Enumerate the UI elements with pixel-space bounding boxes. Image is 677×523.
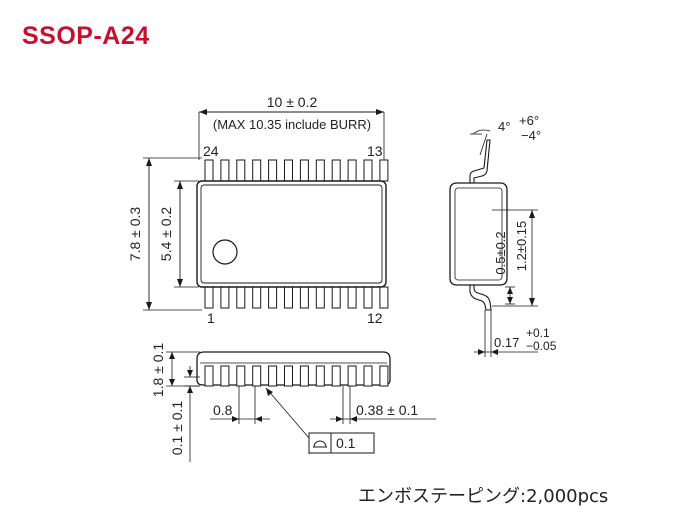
side-body xyxy=(449,182,508,286)
side-height-label: 1.2±0.15 xyxy=(514,221,529,272)
flatness-symbol-icon xyxy=(313,440,327,448)
thickness-minus-label: −0.05 xyxy=(526,339,557,353)
top-lead xyxy=(379,159,389,182)
lead-width-label: 0.38 ± 0.1 xyxy=(356,402,418,418)
angle-plus-label: +6° xyxy=(519,113,539,128)
top-lead xyxy=(236,159,246,182)
front-lead xyxy=(363,365,373,387)
top-leads-upper xyxy=(204,159,389,182)
front-lead xyxy=(379,365,389,387)
bottom-lead xyxy=(299,286,309,309)
angle-main-label: 4° xyxy=(498,119,510,134)
standoff-label: 0.1 ± 0.1 xyxy=(169,401,185,456)
top-lead xyxy=(220,159,230,182)
top-body-inner xyxy=(200,184,383,284)
front-lead xyxy=(236,365,246,387)
pin-label-12: 12 xyxy=(367,310,383,326)
front-lead xyxy=(284,365,293,387)
bottom-lead xyxy=(268,286,278,309)
foot-length-label: 0.5±0.2 xyxy=(493,231,508,274)
front-view: 1.8 ± 0.1 0.1 ± 0.1 0.8 0.38 ± 0.1 xyxy=(150,343,436,462)
front-lead xyxy=(315,365,325,387)
side-lead-upper xyxy=(469,139,491,183)
package-title: SSOP-A24 xyxy=(22,22,150,50)
width-note-label: (MAX 10.35 include BURR) xyxy=(213,117,371,132)
width-dim-label: 10 ± 0.2 xyxy=(267,94,318,110)
flatness-value-label: 0.1 xyxy=(336,435,356,451)
bottom-lead xyxy=(236,286,246,309)
front-lead xyxy=(204,365,214,387)
top-lead xyxy=(331,159,341,182)
top-lead xyxy=(299,159,309,182)
bottom-lead xyxy=(363,286,373,309)
overall-height-label: 7.8 ± 0.3 xyxy=(127,207,143,262)
pin-label-1: 1 xyxy=(207,310,215,326)
front-lead xyxy=(252,365,262,387)
thickness-main-label: 0.17 xyxy=(494,335,519,350)
pitch-label: 0.8 xyxy=(213,402,233,418)
front-lead xyxy=(347,365,357,387)
front-lead xyxy=(220,365,230,387)
top-lead xyxy=(347,159,357,182)
front-lead xyxy=(299,365,309,387)
top-lead xyxy=(204,159,214,182)
packaging-note: エンボステーピング:2,000pcs xyxy=(358,486,609,507)
bottom-lead xyxy=(220,286,230,309)
flatness-frame xyxy=(308,432,375,454)
top-lead xyxy=(268,159,278,182)
bottom-lead xyxy=(204,286,214,309)
top-lead xyxy=(315,159,325,182)
bottom-lead xyxy=(379,286,389,309)
bottom-lead xyxy=(284,286,293,309)
bottom-lead xyxy=(252,286,262,309)
top-leads-lower xyxy=(204,286,389,309)
top-lead xyxy=(252,159,262,182)
angle-minus-label: −4° xyxy=(521,128,541,143)
bottom-lead xyxy=(347,286,357,309)
top-lead xyxy=(284,159,293,182)
side-view: 4° +6° −4° 0.5±0.2 1.2±0.15 0.17 +0 xyxy=(449,113,557,357)
bottom-lead xyxy=(315,286,325,309)
top-view: 10 ± 0.2 (MAX 10.35 include BURR) 24 13 … xyxy=(127,94,389,326)
pin1-marker xyxy=(212,239,238,265)
front-height-label: 1.8 ± 0.1 xyxy=(150,343,166,398)
front-lead xyxy=(331,365,341,387)
top-lead xyxy=(363,159,373,182)
thickness-plus-label: +0.1 xyxy=(526,326,550,340)
top-body xyxy=(196,180,387,288)
pin-label-24: 24 xyxy=(203,143,219,159)
front-lead xyxy=(268,365,278,387)
side-lead-lower xyxy=(469,285,492,311)
pin-label-13: 13 xyxy=(367,143,383,159)
front-leads xyxy=(204,365,389,387)
body-height-label: 5.4 ± 0.2 xyxy=(158,207,174,262)
bottom-lead xyxy=(331,286,341,309)
